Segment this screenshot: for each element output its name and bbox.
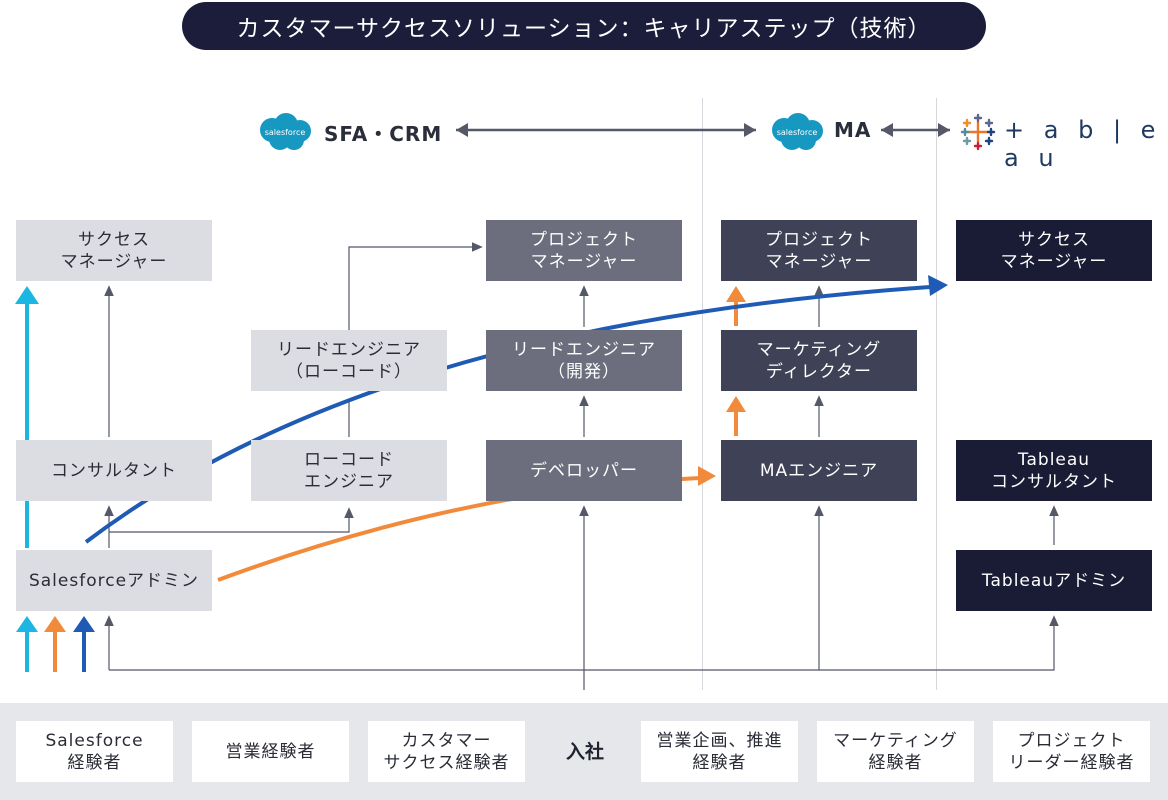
consultant-box: コンサルタント: [16, 440, 212, 501]
entry-pl-exp: プロジェクト リーダー経験者: [993, 721, 1150, 782]
entry-sales-exp: 営業経験者: [192, 721, 349, 782]
marketing-director-box: マーケティング ディレクター: [721, 330, 917, 391]
lead-engineer-dev-box: リードエンジニア （開発）: [486, 330, 682, 391]
column-divider: [936, 98, 937, 690]
tableau-admin-box: Tableauアドミン: [956, 550, 1152, 611]
salesforce-logo-icon: salesforce: [772, 113, 823, 150]
page-title: カスタマーサクセスソリューション：キャリアステップ（技術）: [182, 2, 986, 50]
project-manager-box: プロジェクト マネージャー: [486, 220, 682, 281]
entry-salesforce-exp: Salesforce 経験者: [16, 721, 173, 782]
ma-label: MA: [834, 118, 872, 142]
salesforce-logo-icon: salesforce: [260, 113, 311, 150]
success-manager-tableau-box: サクセス マネージャー: [956, 220, 1152, 281]
project-manager-ma-box: プロジェクト マネージャー: [721, 220, 917, 281]
entry-sales-planning-exp: 営業企画、推進 経験者: [641, 721, 798, 782]
svg-text:salesforce: salesforce: [777, 128, 818, 137]
lead-engineer-lowcode-box: リードエンジニア （ローコード）: [251, 330, 447, 391]
column-divider: [702, 98, 703, 690]
lowcode-engineer-box: ローコード エンジニア: [251, 440, 447, 501]
tableau-logo-icon: [960, 113, 996, 151]
tableau-consultant-box: Tableau コンサルタント: [956, 440, 1152, 501]
svg-text:salesforce: salesforce: [265, 128, 306, 137]
entry-marketing-exp: マーケティング 経験者: [817, 721, 974, 782]
entry-cs-exp: カスタマー サクセス経験者: [368, 721, 525, 782]
sfa-crm-label: SFA・CRM: [324, 122, 443, 146]
salesforce-admin-box: Salesforceアドミン: [16, 550, 212, 611]
success-manager-box: サクセス マネージャー: [16, 220, 212, 281]
developer-box: デベロッパー: [486, 440, 682, 501]
entry-joining: 入社: [565, 741, 604, 763]
tableau-wordmark: + a b | e a u: [1004, 116, 1162, 172]
ma-engineer-box: MAエンジニア: [721, 440, 917, 501]
